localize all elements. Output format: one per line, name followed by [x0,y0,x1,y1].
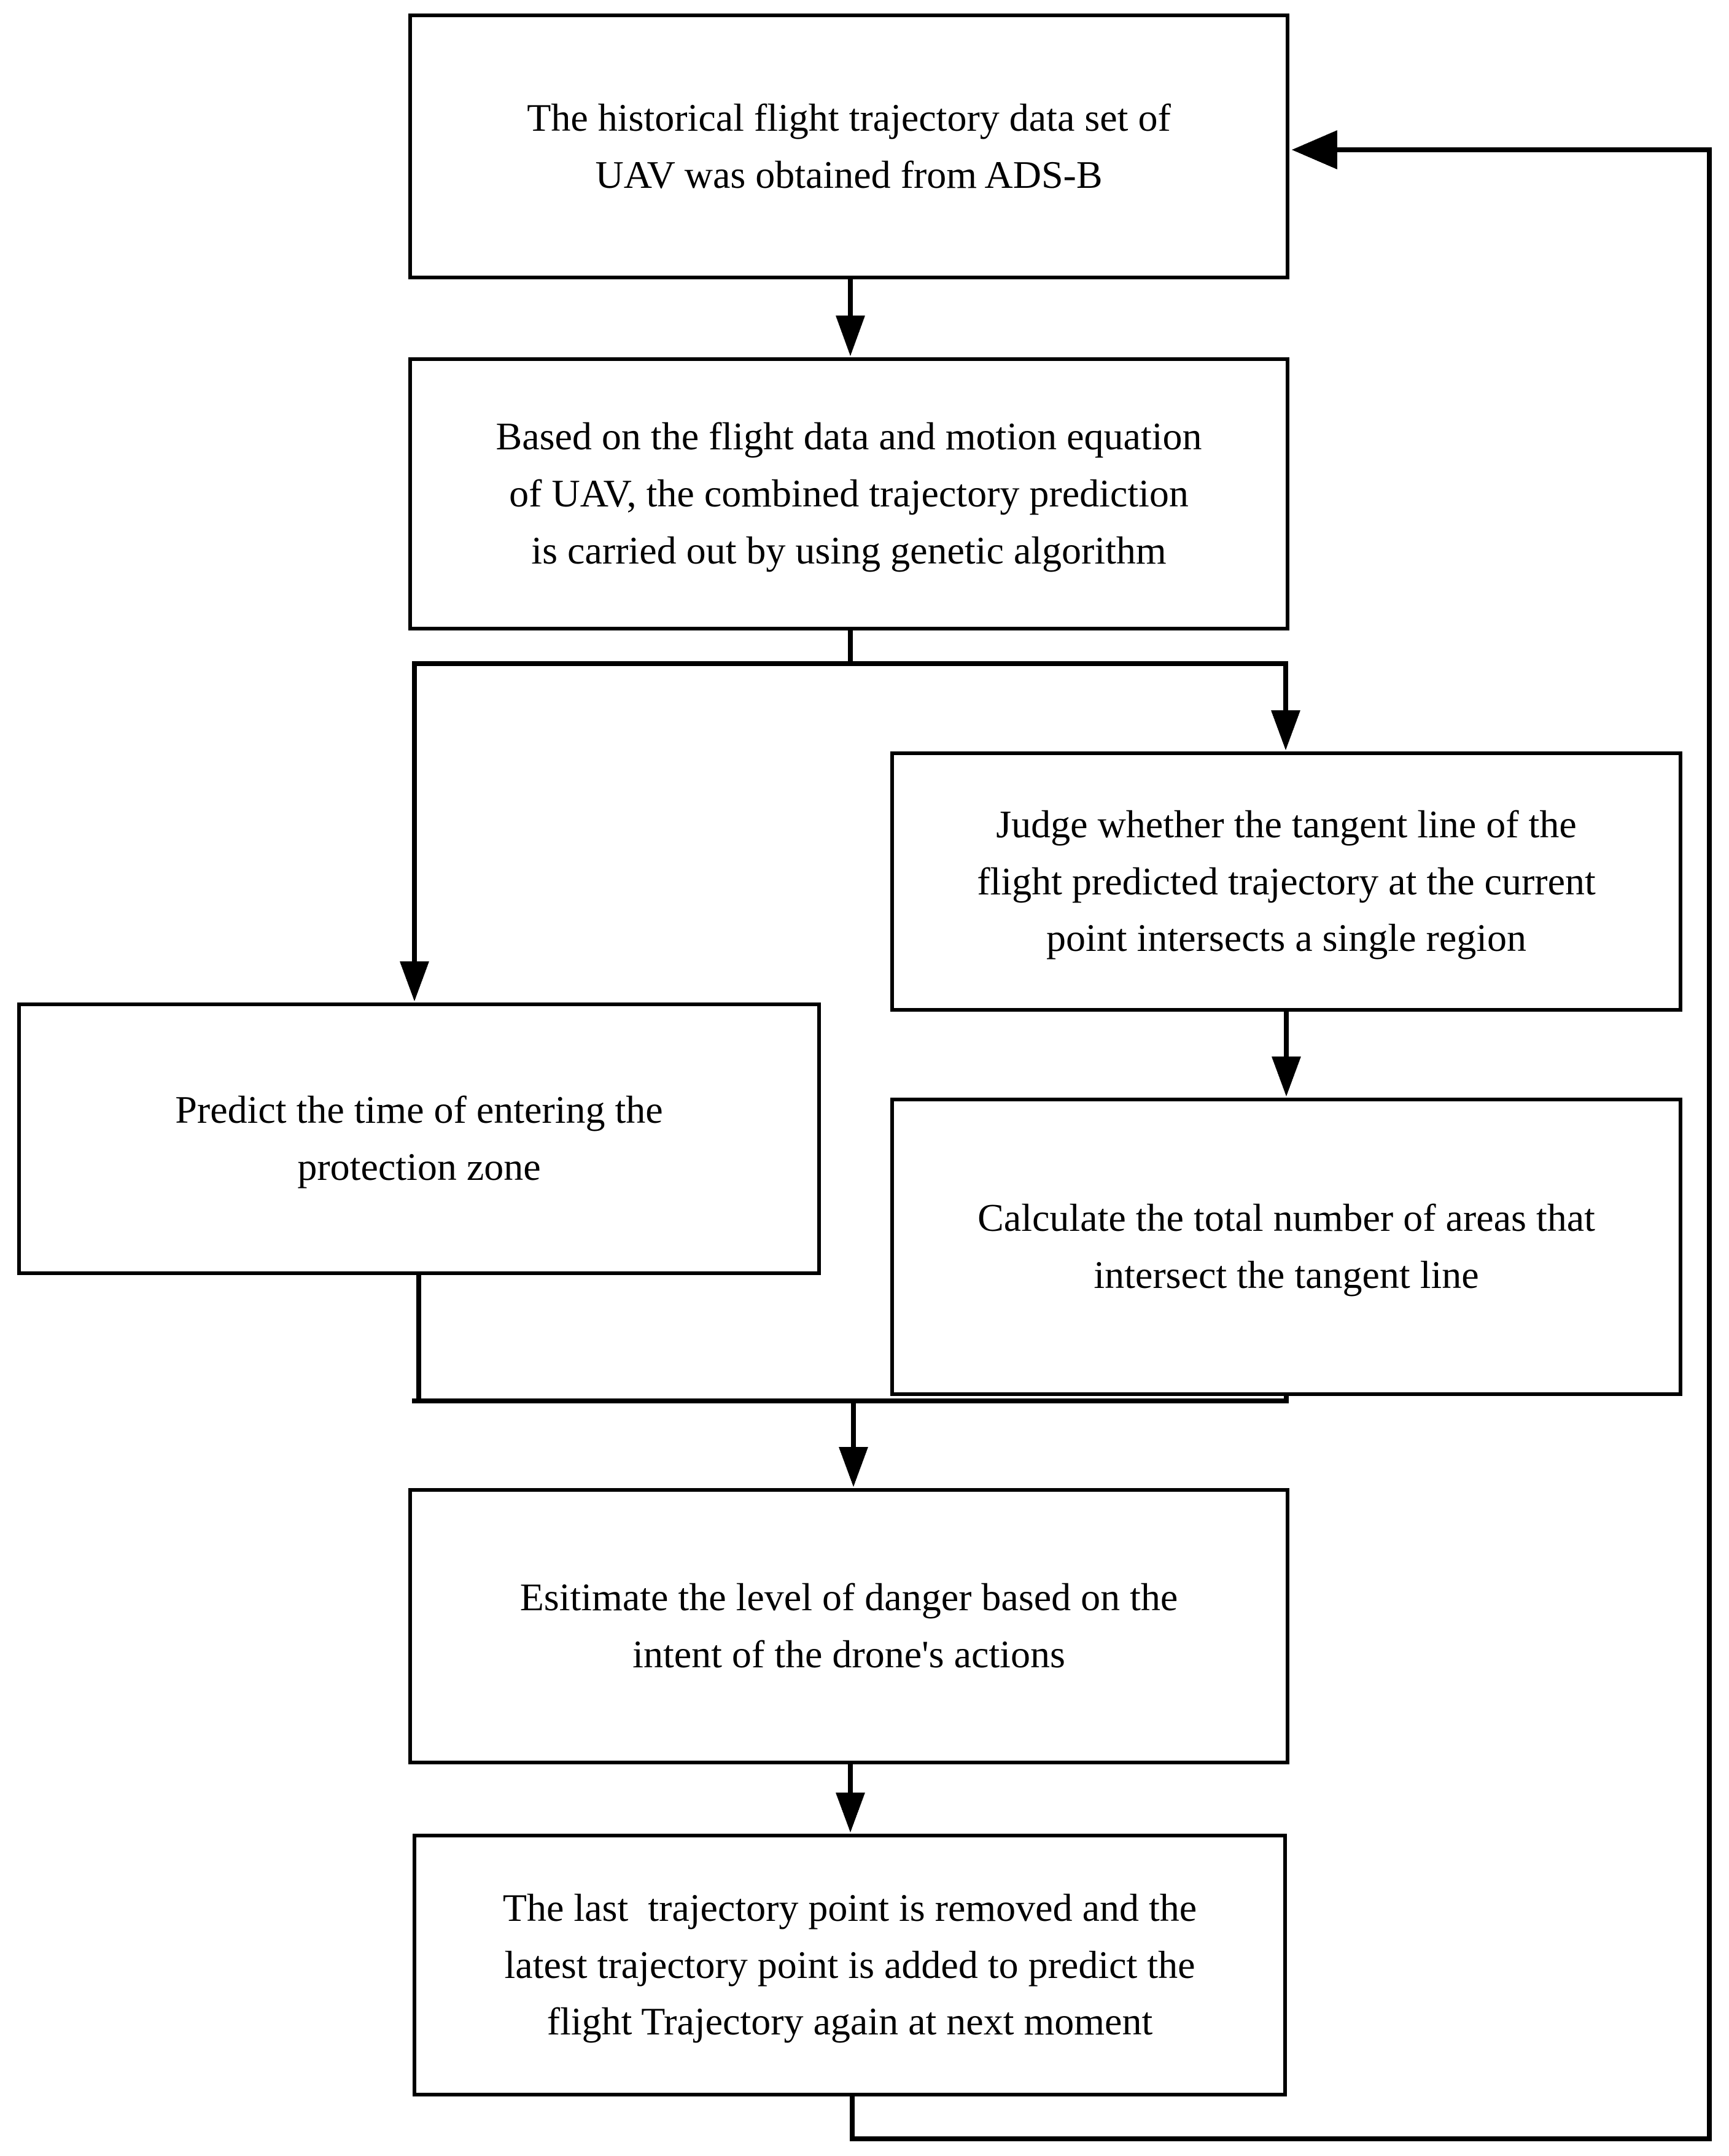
arrowhead-feedback-n1 [1292,130,1337,169]
arrowhead-merge-n6 [839,1447,868,1487]
node-text-line: latest trajectory point is added to pred… [504,1942,1195,1987]
arrowhead-n1-n2 [836,316,865,356]
arrowhead-split-n4 [400,961,429,1001]
node-combined-trajectory-prediction: Based on the flight data and motion equa… [408,357,1289,630]
arrowhead-n3-n5 [1272,1057,1301,1096]
node-text-line: The historical flight trajectory data se… [527,95,1171,139]
node-predict-entry-time: Predict the time of entering the protect… [17,1002,821,1275]
node-obtain-historical-data: The historical flight trajectory data se… [408,14,1289,279]
node-text-line: Judge whether the tangent line of the [996,802,1577,846]
node-text-line: Based on the flight data and motion equa… [495,414,1202,459]
node-text-line: intent of the drone's actions [632,1632,1065,1676]
node-text-line: The last trajectory point is removed and… [502,1885,1197,1929]
node-text-line: is carried out by using genetic algorith… [531,528,1167,572]
node-text-line: Esitimate the level of danger based on t… [519,1575,1178,1619]
connector-n7-n1-feedback [850,147,1712,2141]
node-text-line: UAV was obtained from ADS-B [595,152,1103,196]
node-text-line: of UAV, the combined trajectory predicti… [509,471,1189,516]
node-update-trajectory-points: The last trajectory point is removed and… [413,1834,1287,2096]
node-text-line: flight Trajectory again at next moment [546,1999,1153,2044]
node-text-line: protection zone [297,1145,541,1189]
node-text-line: flight predicted trajectory at the curre… [977,859,1596,903]
arrowhead-n6-n7 [836,1793,865,1832]
node-text-line: Predict the time of entering the [175,1088,663,1132]
node-estimate-danger-level: Esitimate the level of danger based on t… [408,1488,1289,1764]
node-calculate-intersect-areas: Calculate the total number of areas that… [890,1098,1682,1396]
arrowhead-split-n3 [1271,710,1300,750]
node-text-line: intersect the tangent line [1094,1253,1479,1297]
node-judge-tangent-intersection: Judge whether the tangent line of the fl… [890,751,1682,1012]
node-text-line: Calculate the total number of areas that [977,1196,1595,1240]
node-text-line: point intersects a single region [1046,916,1527,960]
